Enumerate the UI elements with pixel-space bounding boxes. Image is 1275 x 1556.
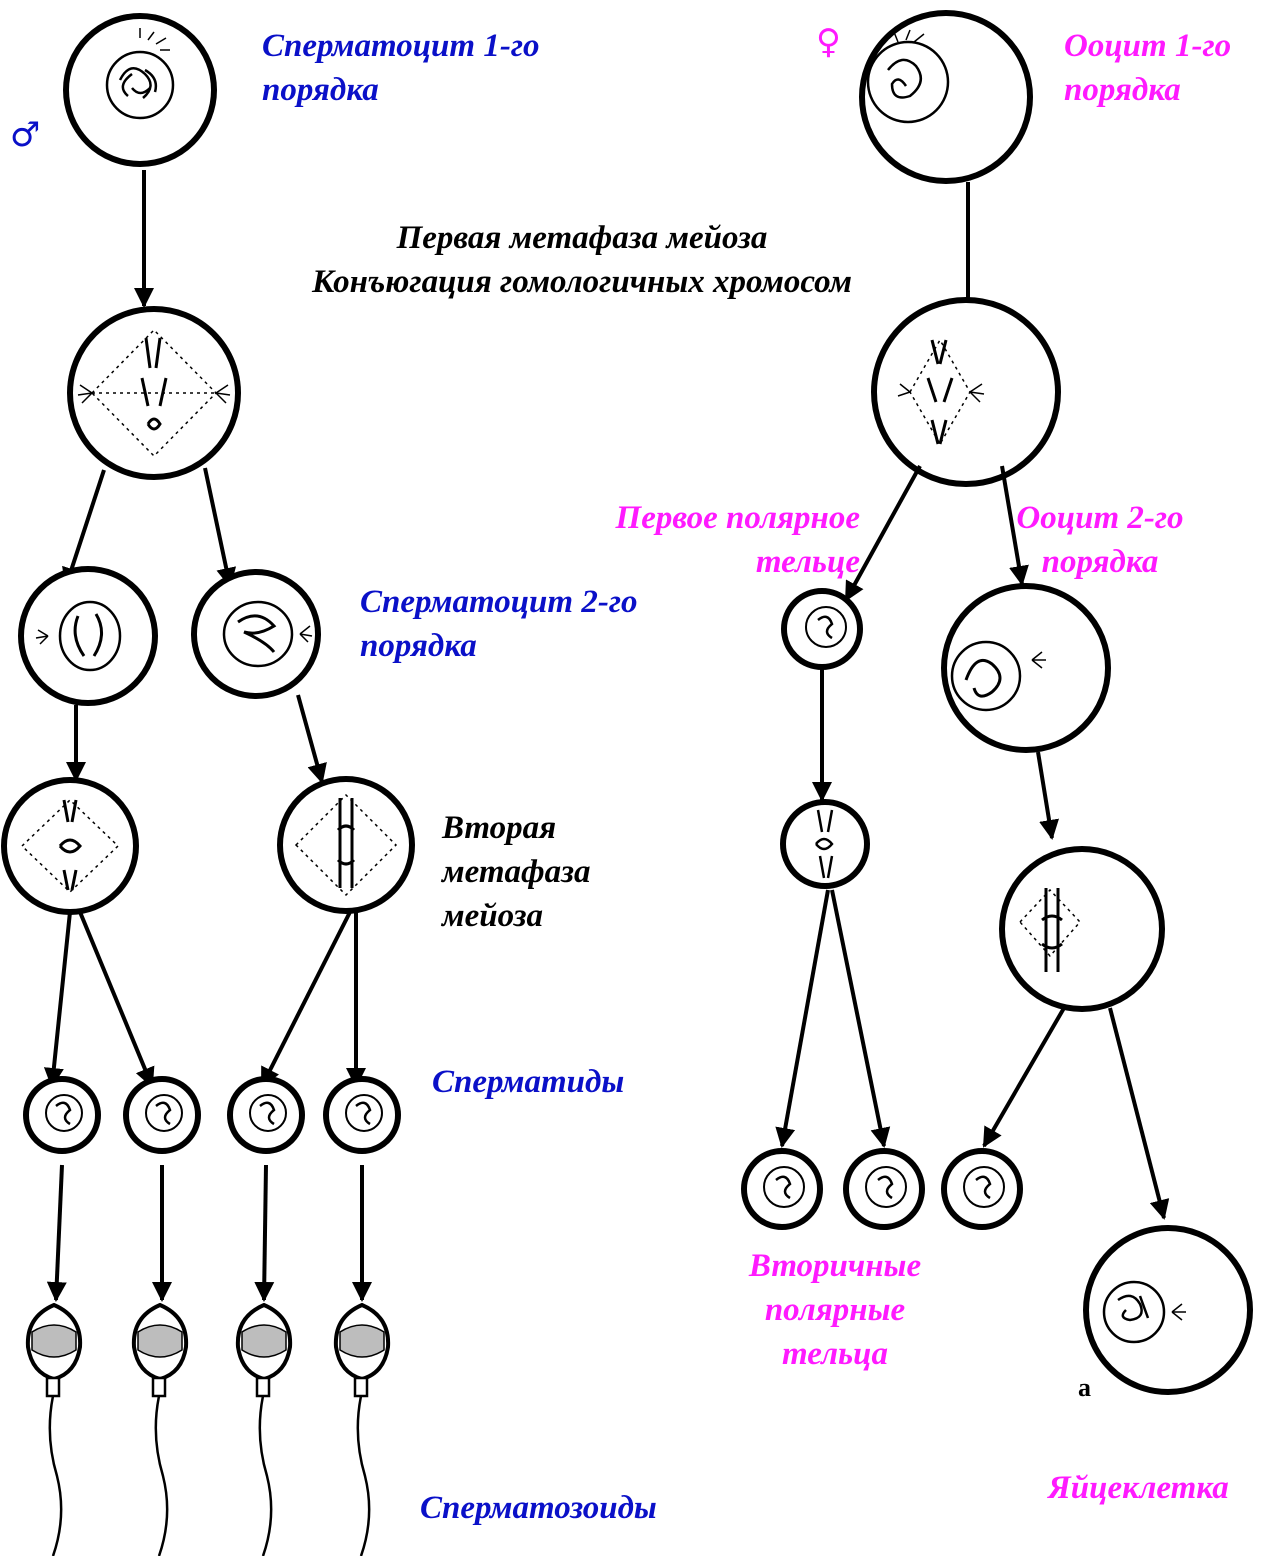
- metaphase-two-oocyte-cell: [999, 846, 1165, 1012]
- secondary-polar-body-cell: [843, 1148, 925, 1230]
- arrow: [254, 1164, 275, 1302]
- arrow: [1000, 465, 1029, 586]
- arrow: [260, 911, 352, 1088]
- arrow: [1108, 1007, 1170, 1220]
- spermatozoon: [25, 1302, 83, 1556]
- label-egg-cell: Яйцеклетка: [1048, 1470, 1229, 1506]
- spermatozoon: [131, 1302, 189, 1556]
- first-polar-body-cell: [781, 588, 863, 670]
- spermatid-cell: [227, 1076, 305, 1154]
- arrow: [78, 911, 155, 1088]
- label-spermatids: Сперматиды: [432, 1064, 625, 1100]
- metaphase-two-polar-body-cell: [780, 799, 870, 889]
- secondary-polar-body-cell: [941, 1148, 1023, 1230]
- metaphase-one-spermatocyte-cell: [67, 306, 241, 480]
- arrow: [830, 889, 891, 1148]
- metaphase-one-oocyte-cell: [871, 297, 1061, 487]
- arrow: [203, 467, 237, 588]
- primary-oocyte-cell: [859, 10, 1033, 184]
- label-primary-oocyte: Ооцит 1-го порядка: [1064, 28, 1232, 108]
- label-first-polar-body: Первое полярное тельце: [615, 500, 860, 580]
- male-symbol-icon: ♂: [10, 115, 41, 155]
- arrow: [1036, 751, 1059, 840]
- label-second-metaphase: Вторая метафаза мейоза: [442, 810, 591, 934]
- secondary-oocyte-cell: [941, 583, 1111, 753]
- spermatozoon: [333, 1302, 391, 1556]
- arrow: [982, 1006, 1066, 1148]
- female-symbol-icon: ♀: [816, 22, 841, 62]
- arrow: [62, 469, 106, 588]
- label-first-metaphase: Первая метафаза мейоза Конъюгация гомоло…: [311, 220, 853, 300]
- label-letter-a: а: [1078, 1373, 1091, 1402]
- label-secondary-oocyte: Ооцит 2-го порядка: [1016, 500, 1184, 580]
- spermatid-cell: [323, 1076, 401, 1154]
- metaphase-two-spermatocyte-cell-right: [277, 776, 415, 914]
- arrow: [43, 911, 72, 1088]
- spermatozoon: [235, 1302, 293, 1556]
- egg-cell: [1083, 1225, 1253, 1395]
- spermatid-cell: [23, 1076, 101, 1154]
- label-secondary-polar-bodies: Вторичные полярные тельца: [748, 1248, 922, 1372]
- label-spermatozoa: Сперматозоиды: [420, 1490, 657, 1526]
- arrow: [296, 694, 327, 784]
- label-secondary-spermatocyte: Сперматоцит 2-го порядка: [360, 584, 638, 664]
- label-primary-spermatocyte: Сперматоцит 1-го порядка: [262, 28, 540, 108]
- metaphase-two-spermatocyte-cell-left: [1, 777, 139, 915]
- arrow: [46, 1164, 67, 1302]
- secondary-polar-body-cell: [741, 1148, 823, 1230]
- secondary-spermatocyte-cell-left: [18, 566, 158, 706]
- secondary-spermatocyte-cell-right: [191, 569, 321, 699]
- primary-spermatocyte-cell: [63, 13, 217, 167]
- arrow: [844, 465, 922, 602]
- arrow: [775, 889, 830, 1148]
- spermatid-cell: [123, 1076, 201, 1154]
